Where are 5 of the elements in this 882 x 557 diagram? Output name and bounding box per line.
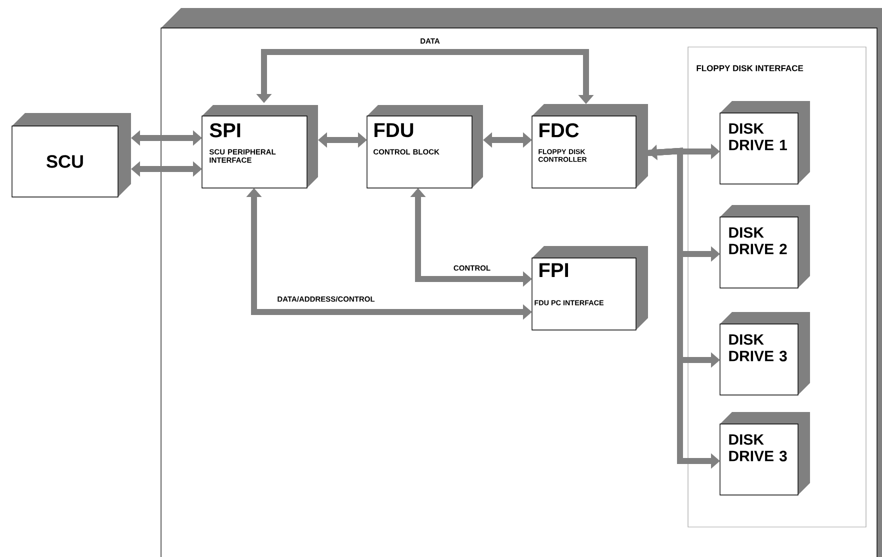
block-box: DISK DRIVE 1 [720, 101, 810, 184]
block-box: SCU [12, 113, 131, 198]
block-box: DISK DRIVE 3 [720, 312, 810, 396]
block-box: DISK DRIVE 2 [720, 205, 810, 288]
block-box: DISK DRIVE 3 [720, 412, 810, 496]
